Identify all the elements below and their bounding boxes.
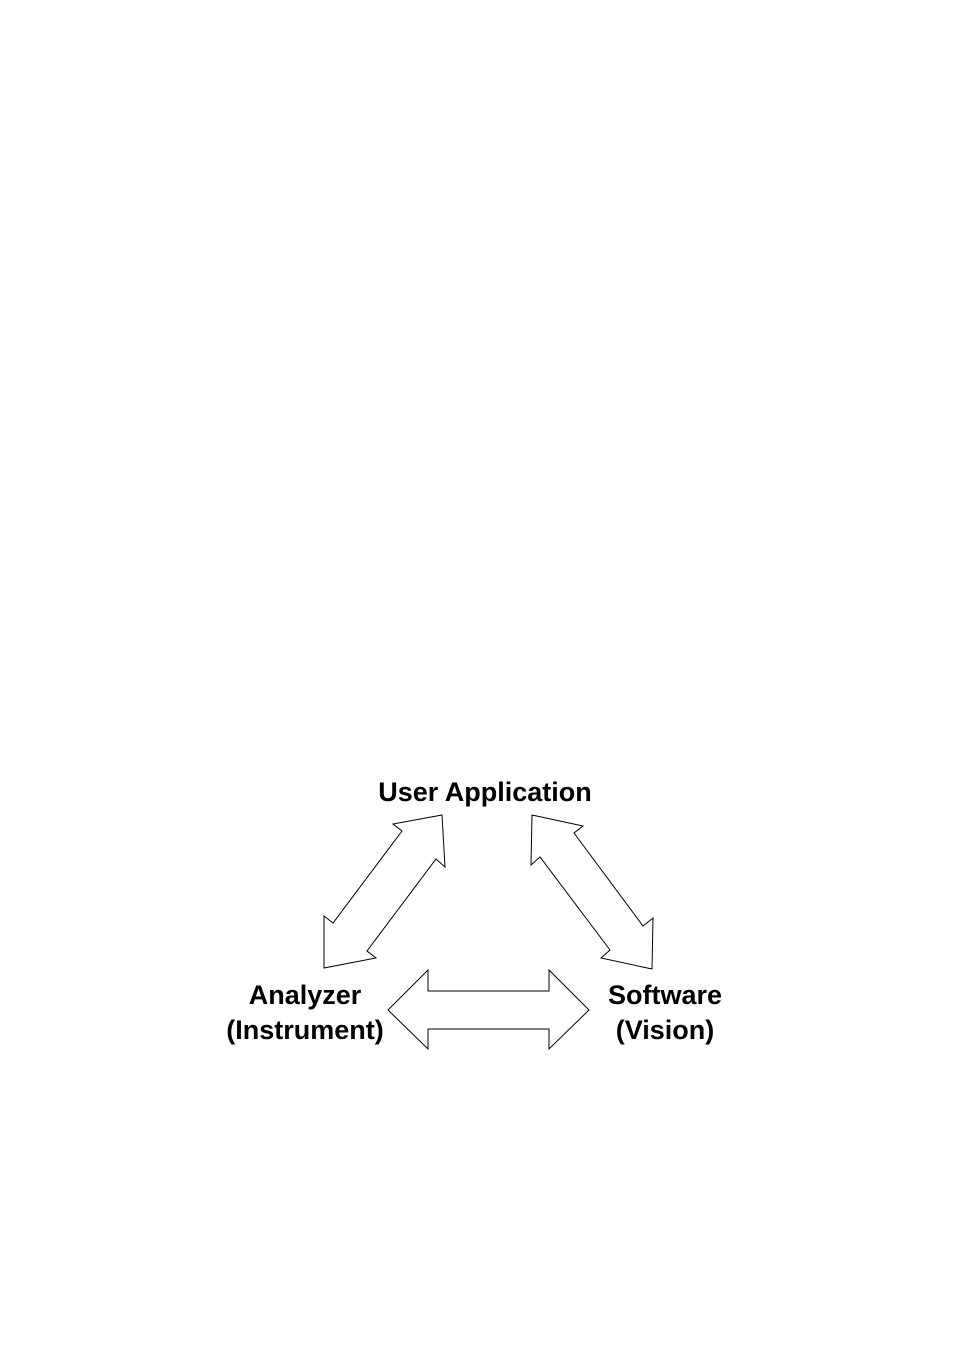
node-user-application-label: User Application (378, 777, 592, 807)
node-analyzer-sublabel: (Instrument) (226, 1015, 384, 1045)
double-arrow-user-application-software (531, 815, 653, 969)
node-analyzer-label: Analyzer (249, 980, 362, 1010)
node-software: Software (Vision) (608, 980, 722, 1045)
double-arrow-analyzer-software (388, 970, 589, 1049)
double-arrow-user-application-analyzer (324, 815, 445, 968)
node-software-label: Software (608, 980, 722, 1010)
node-analyzer: Analyzer (Instrument) (226, 980, 384, 1045)
node-software-sublabel: (Vision) (616, 1015, 715, 1045)
